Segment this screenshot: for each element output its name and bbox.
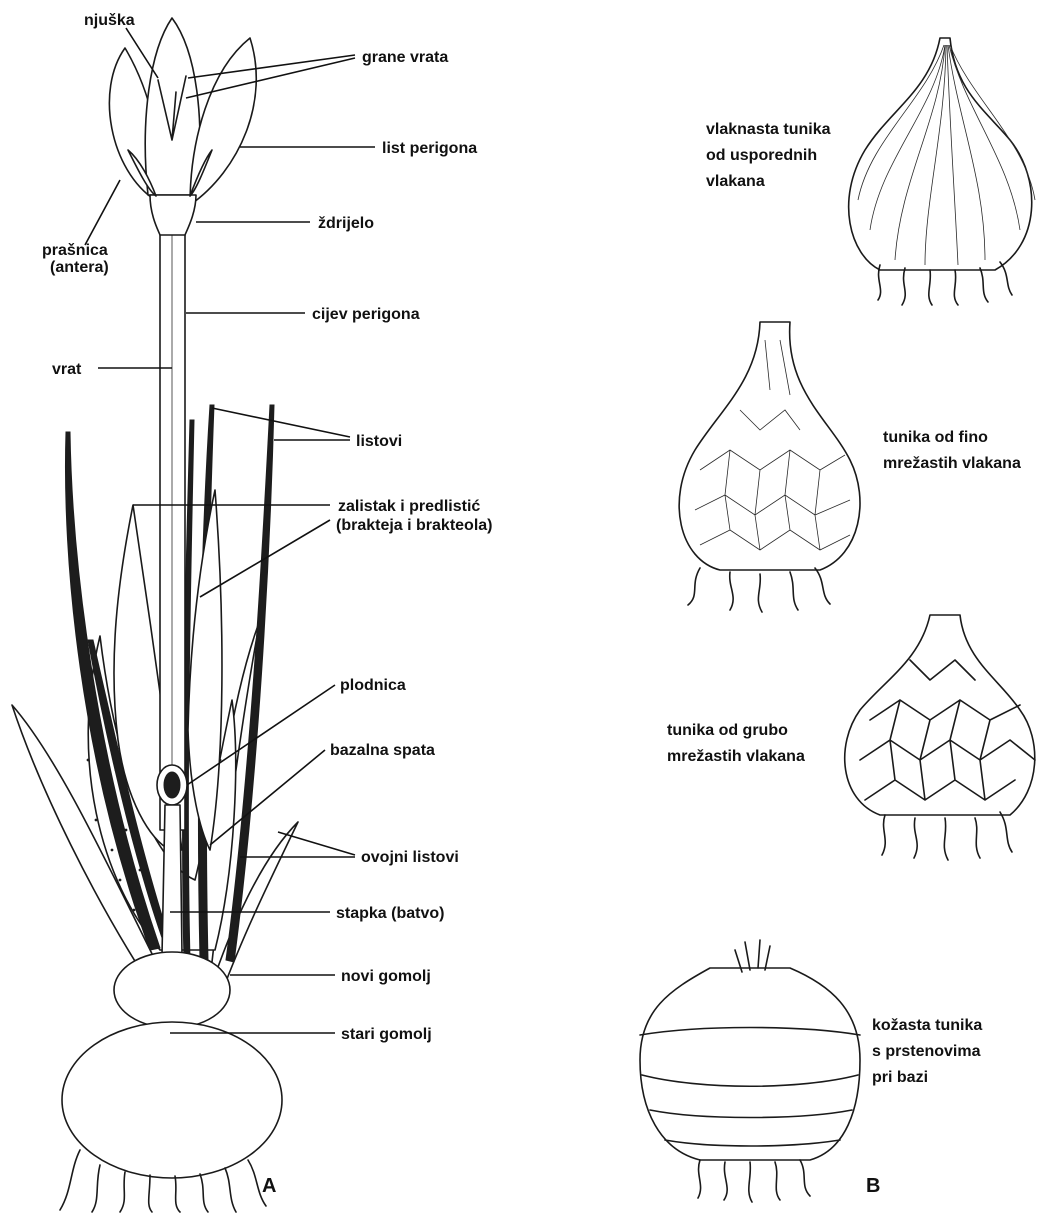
corm-leathery-rings: [640, 940, 860, 1202]
label-tunic-leathery-3: pri bazi: [872, 1069, 928, 1086]
corm-fine-reticulate: [679, 322, 860, 612]
label-stari-gomolj: stari gomolj: [341, 1026, 432, 1043]
label-tunic-fine-2: mrežastih vlakana: [883, 455, 1021, 472]
label-prasnica: prašnica: [42, 242, 108, 259]
label-ovojni-listovi: ovojni listovi: [361, 849, 459, 866]
panel-letter-b: B: [866, 1175, 880, 1197]
label-tunic-fine-1: tunika od fino: [883, 429, 988, 446]
label-list-perigona: list perigona: [382, 140, 477, 157]
label-plodnica: plodnica: [340, 677, 406, 694]
label-cijev-perigona: cijev perigona: [312, 306, 420, 323]
label-tunic-parallel-2: od usporednih: [706, 147, 817, 164]
corm-parallel-fibres: [849, 38, 1035, 305]
label-tunic-leathery-2: s prstenovima: [872, 1043, 981, 1060]
label-grane-vrata: grane vrata: [362, 49, 448, 66]
ovary-ovules: [164, 772, 180, 798]
label-zdrijelo: ždrijelo: [318, 215, 374, 232]
label-novi-gomolj: novi gomolj: [341, 968, 431, 985]
label-tunic-coarse-1: tunika od grubo: [667, 722, 788, 739]
label-zalistak: zalistak i predlistić: [338, 498, 480, 515]
label-stapka: stapka (batvo): [336, 905, 444, 922]
label-tunic-parallel-3: vlakana: [706, 173, 765, 190]
corm-coarse-reticulate: [845, 615, 1035, 860]
new-corm: [114, 952, 230, 1028]
label-bazalna-spata: bazalna spata: [330, 742, 435, 759]
perigon-tube: [160, 230, 185, 830]
label-tunic-coarse-2: mrežastih vlakana: [667, 748, 805, 765]
label-brakteja: (brakteja i brakteola): [336, 517, 493, 534]
label-njuska: njuška: [84, 12, 135, 29]
scape: [162, 805, 182, 955]
bracteole: [188, 490, 222, 850]
label-listovi: listovi: [356, 433, 402, 450]
label-tunic-leathery-1: kožasta tunika: [872, 1017, 982, 1034]
label-tunic-parallel-1: vlaknasta tunika: [706, 121, 831, 138]
panel-letter-a: A: [262, 1175, 276, 1197]
old-corm: [62, 1022, 282, 1178]
label-vrat: vrat: [52, 361, 82, 378]
label-antera: (antera): [50, 259, 109, 276]
throat: [150, 195, 196, 235]
labels-a: njuška grane vrata list perigona prašnic…: [42, 12, 493, 1197]
